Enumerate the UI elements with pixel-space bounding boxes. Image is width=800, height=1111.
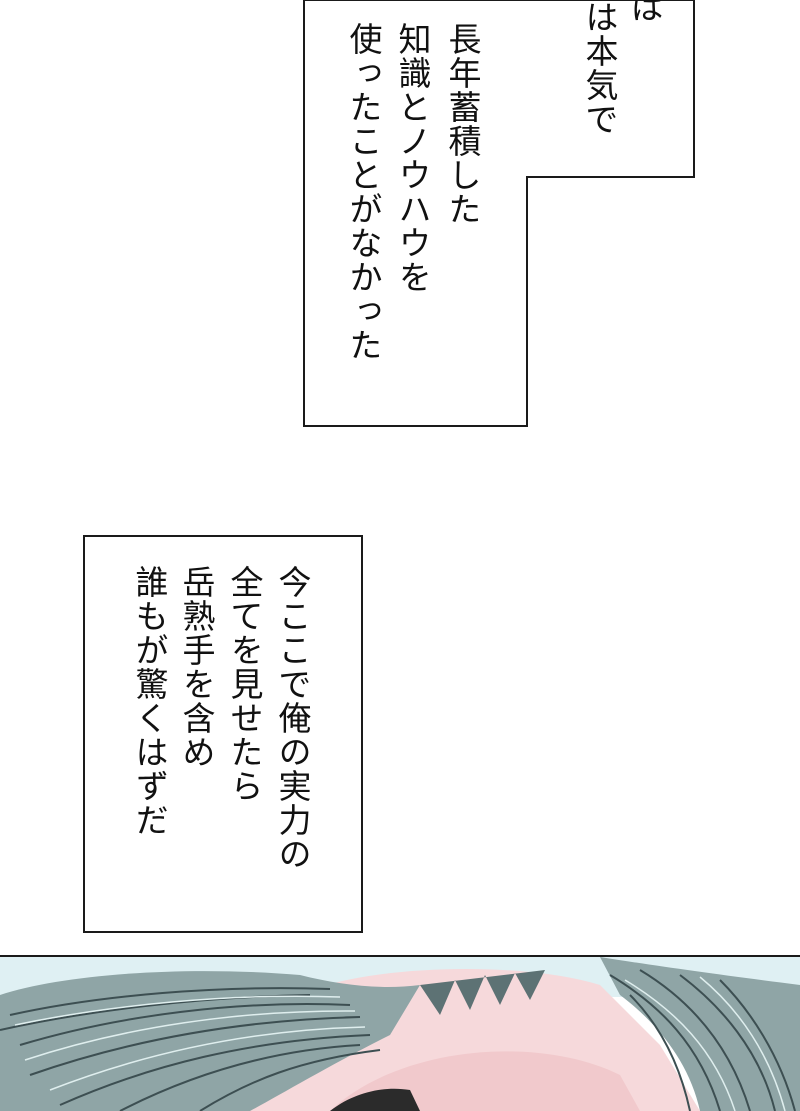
narration-top-line-4: 使ったことがなかった (344, 22, 383, 362)
narration-mid-line-3: 岳熟手を含め (177, 565, 216, 769)
narration-top-fragment: は (625, 0, 664, 24)
narration-mid-line-1: 今ここで俺の実力の (273, 565, 312, 871)
narration-box-top-frame (303, 0, 695, 427)
narration-mid-line-2: 全てを見せたら (225, 565, 264, 803)
narration-mid-line-4: 誰もが驚くはずだ (130, 565, 169, 837)
narration-box-middle (83, 535, 363, 933)
narration-box-top (0, 0, 800, 440)
character-hair-art (0, 955, 800, 1111)
narration-top-line-2: 長年蓄積した (443, 22, 482, 226)
narration-top-line-3: 知識とノウハウを (393, 22, 432, 294)
narration-top-line-1: は本気で (580, 0, 619, 136)
character-illustration (0, 955, 800, 1111)
